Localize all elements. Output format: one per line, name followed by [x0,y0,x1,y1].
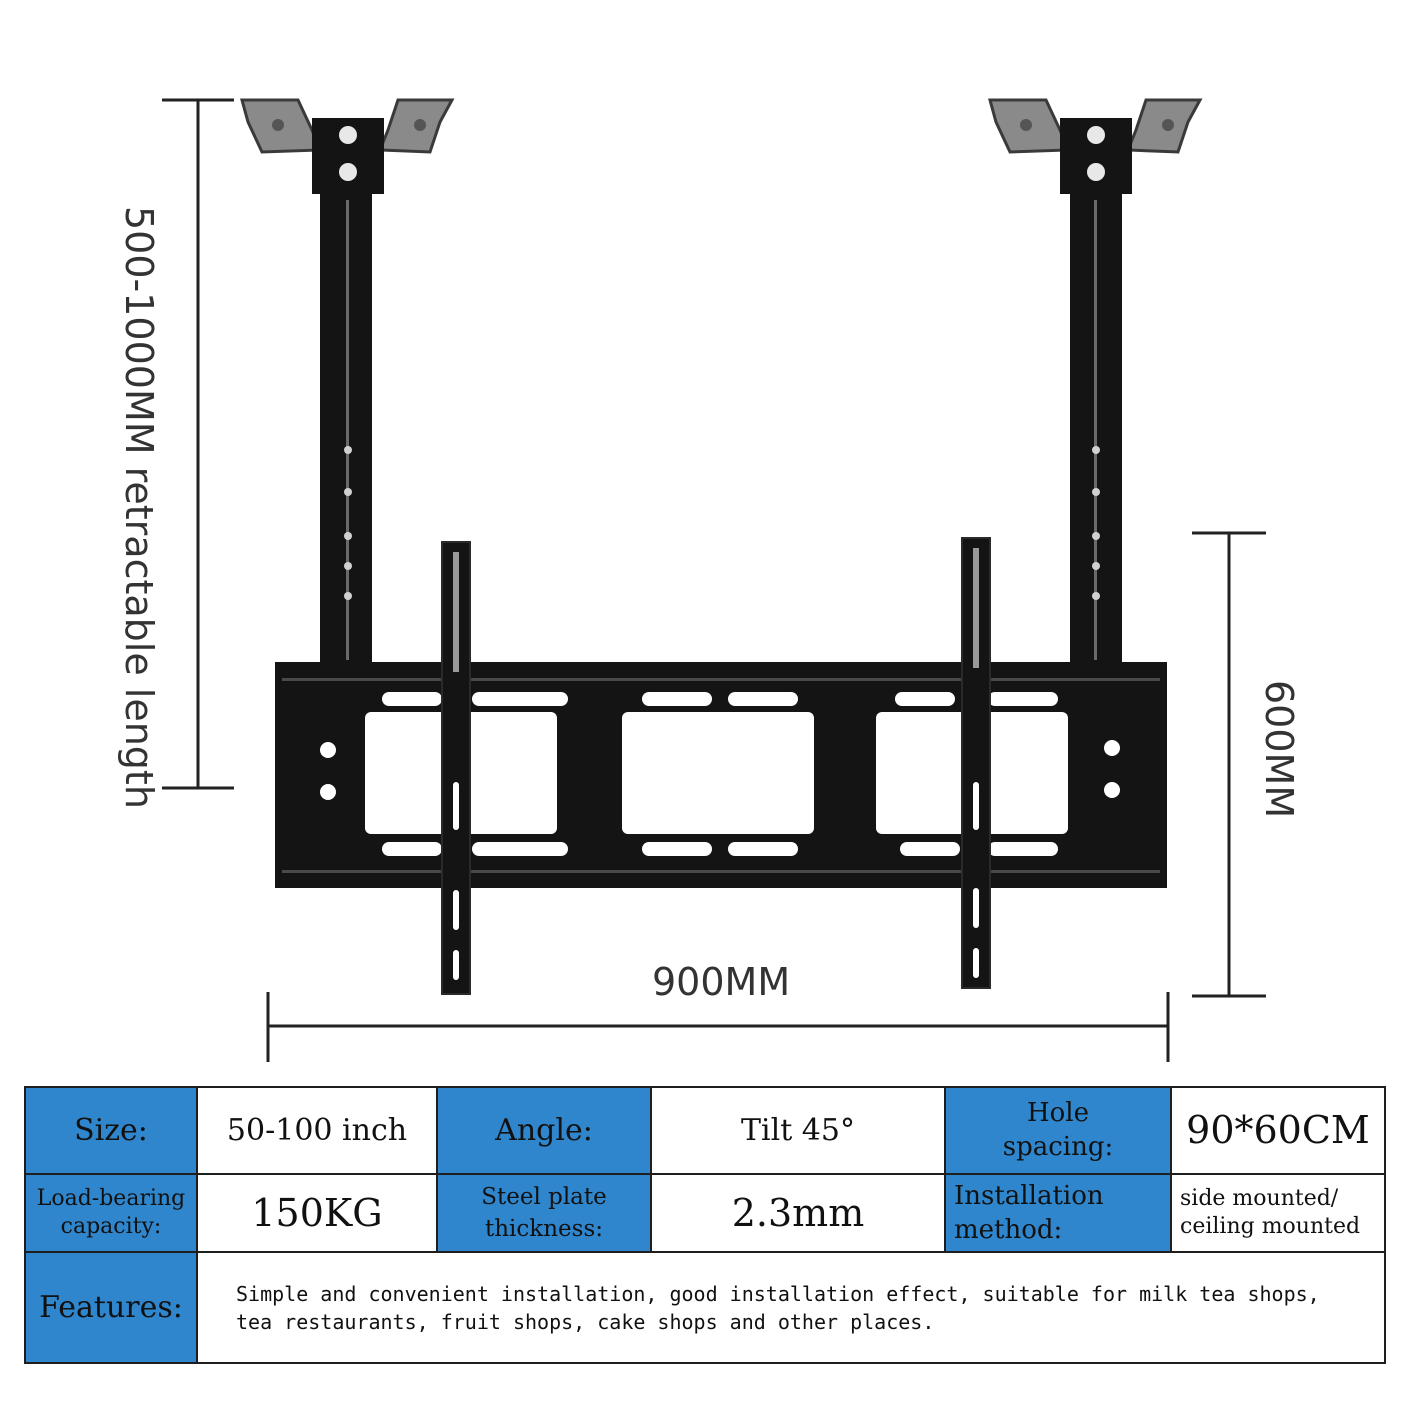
size-label-cell: Size: [24,1086,198,1175]
angle-value-cell: Tilt 45° [650,1086,946,1175]
height-dimension-line [162,98,234,790]
spec-row-3: Features: Simple and convenient installa… [24,1251,1386,1364]
right-ceiling-bracket [988,98,1203,194]
height-dimension-label: 500-1000MM retractable length [117,206,161,809]
plate-height-label: 600MM [1257,680,1301,818]
features-value-cell: Simple and convenient installation, good… [196,1251,1386,1364]
features-label-cell: Features: [24,1251,198,1364]
installation-method-value-cell: side mounted/ceiling mounted [1170,1172,1386,1254]
mounting-plate [275,662,1167,888]
left-ceiling-bracket [240,98,455,194]
width-dimension-line [266,992,1170,1062]
load-bearing-value-cell: 150KG [196,1172,438,1254]
left-pole [320,190,372,665]
right-tv-arm [961,537,991,989]
steel-thickness-value-cell: 2.3mm [650,1172,946,1254]
size-value-cell: 50-100 inch [196,1086,438,1175]
right-pole [1070,190,1122,665]
plate-height-dimension-line [1192,531,1266,998]
left-tv-arm [441,541,471,995]
width-dimension-label: 900MM [652,960,790,1004]
hole-spacing-value-cell: 90*60CM [1170,1086,1386,1175]
angle-label-cell: Angle: [436,1086,652,1175]
mount-diagram: 500-1000MM retractable length 600MM 900M… [117,98,1301,1062]
